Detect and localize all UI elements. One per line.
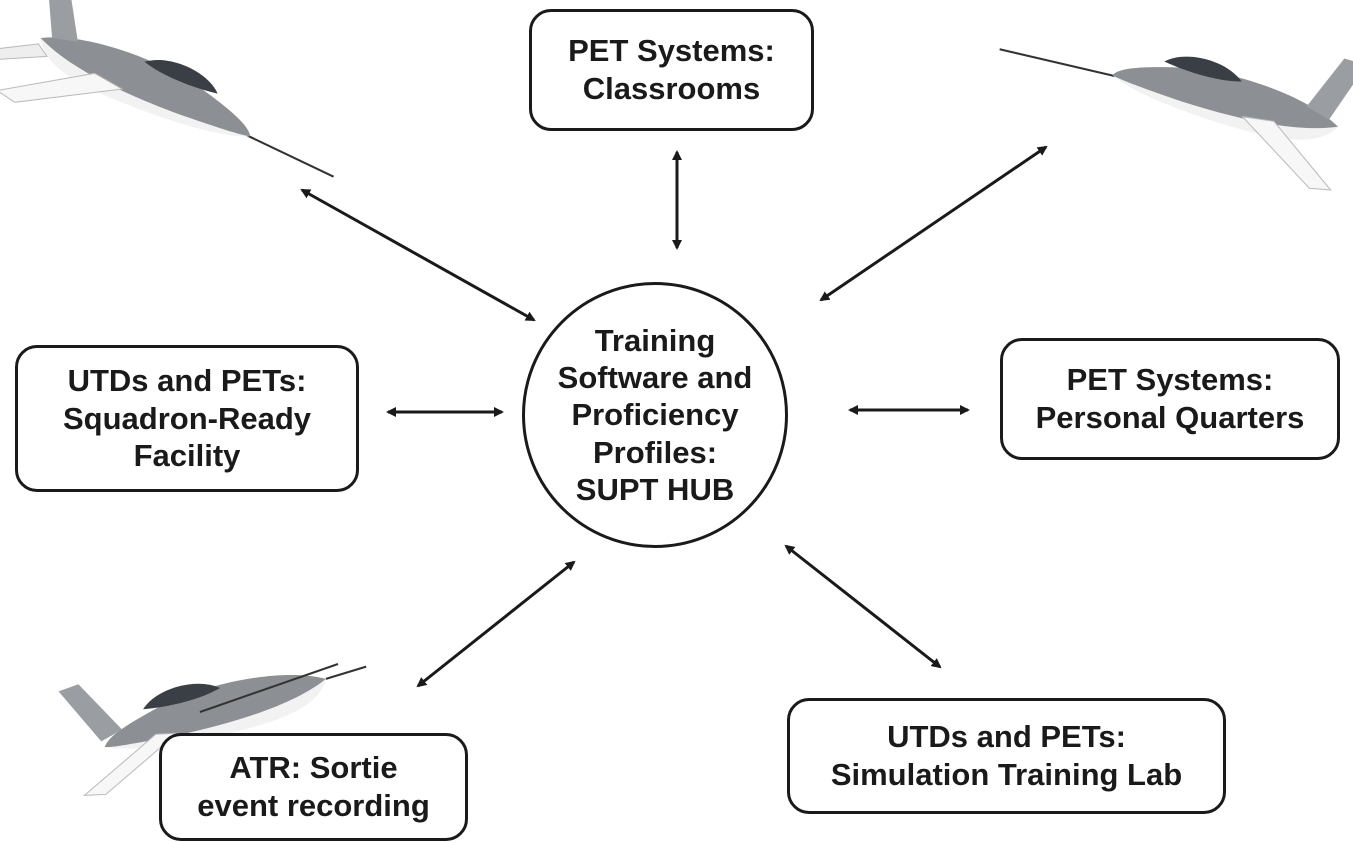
node-label-line: PET Systems: [1066, 362, 1274, 398]
node-label-line: UTDs and PETs: [67, 362, 307, 398]
hub-label-line: Training [594, 323, 716, 359]
hub-label-line: Profiles: [592, 434, 718, 470]
node-label-line: Simulation Training Lab [830, 757, 1183, 792]
hub-label-line: Proficiency [571, 397, 739, 433]
node-label-line: event recording [197, 788, 430, 823]
node-personal-quarters: PET Systems: Personal Quarters [1000, 338, 1340, 460]
node-label-line: PET Systems: [568, 33, 775, 69]
arrow-hub-simlab [784, 544, 942, 669]
node-label-line: ATR: Sortie [229, 750, 398, 786]
hub-label-line: Software and [557, 360, 753, 396]
node-label-line: Personal Quarters [1035, 400, 1305, 435]
node-classrooms: PET Systems: Classrooms [529, 9, 814, 131]
arrow-hub-top-right-aircraft [819, 145, 1048, 302]
node-atr-sortie-recording: ATR: Sortie event recording [159, 733, 468, 841]
supt-hub: Training Software and Proficiency Profil… [522, 282, 788, 548]
arrow-hub-atr [416, 560, 576, 688]
node-simulation-training-lab: UTDs and PETs: Simulation Training Lab [787, 698, 1226, 814]
node-label-line: Facility [133, 438, 241, 474]
hub-label-line: SUPT HUB [575, 471, 735, 507]
node-squadron-ready-facility: UTDs and PETs: Squadron-Ready Facility [15, 345, 359, 492]
arrow-hub-top-left-aircraft [300, 188, 536, 322]
node-label-line: Squadron-Ready [62, 400, 312, 436]
node-label-line: UTDs and PETs: [887, 719, 1126, 755]
node-label-line: Classrooms [582, 71, 761, 106]
